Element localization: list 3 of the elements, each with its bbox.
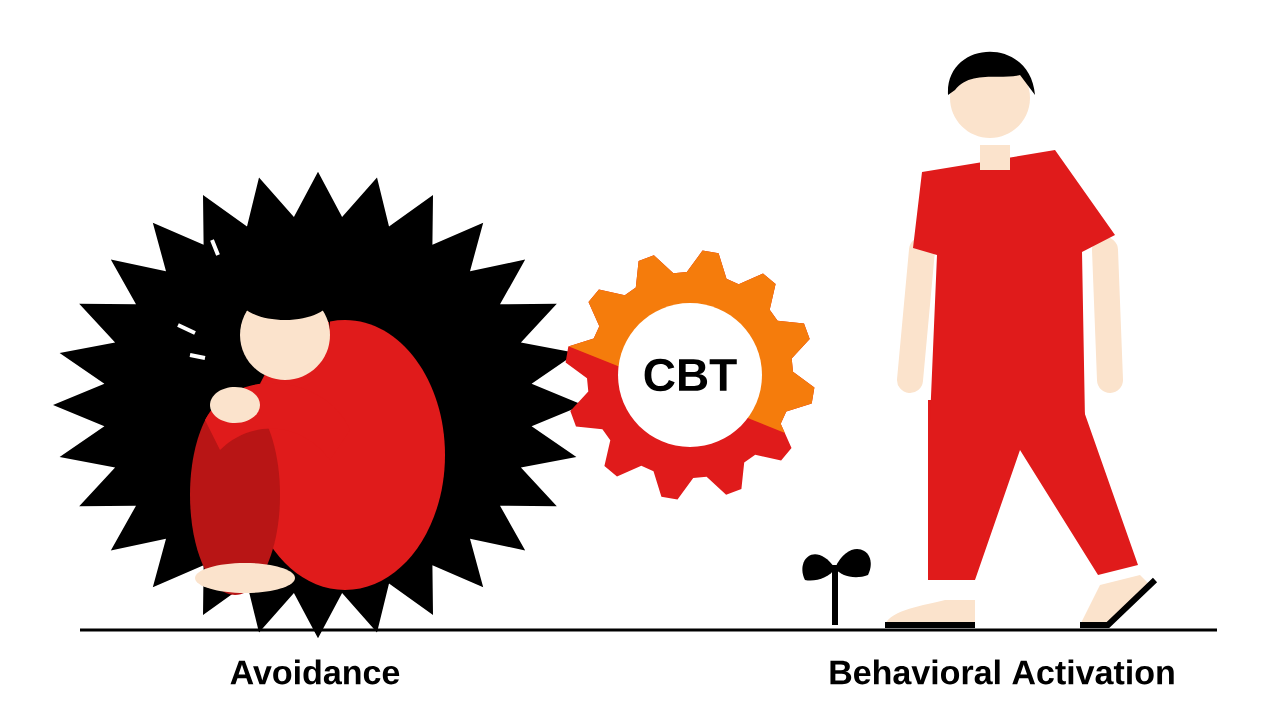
gear-label: CBT bbox=[618, 303, 762, 447]
caption-label: Behavioral Activation bbox=[830, 659, 1174, 685]
caption-label: Avoidance bbox=[230, 659, 400, 685]
